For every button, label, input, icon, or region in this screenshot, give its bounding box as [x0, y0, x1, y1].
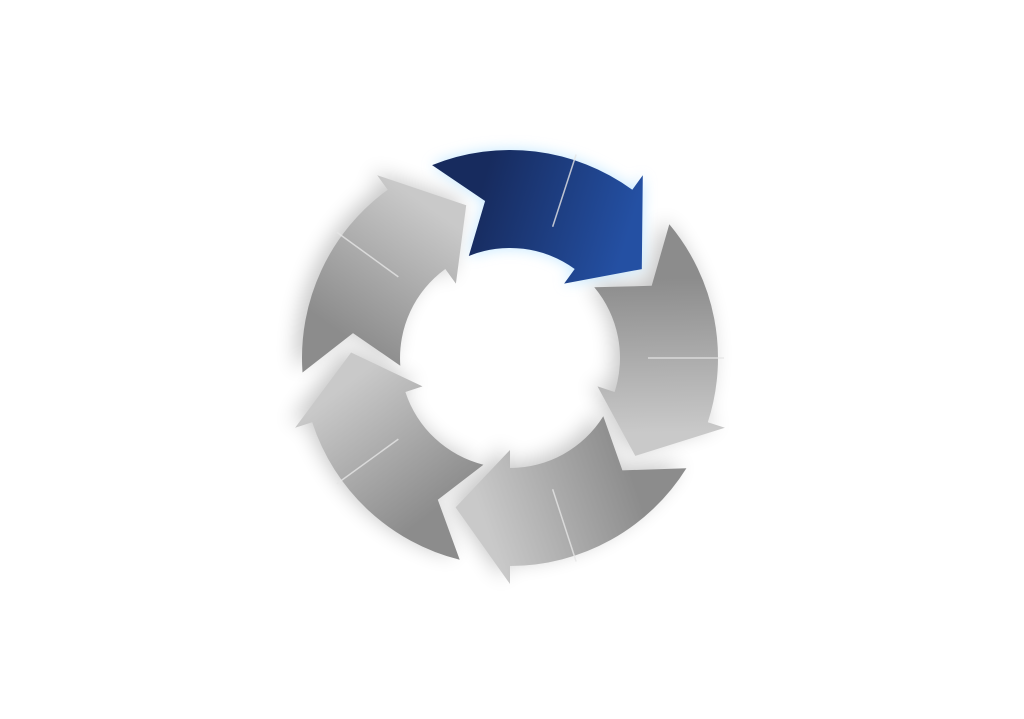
segment-3-divider — [336, 438, 399, 485]
segment-2-arrow — [455, 416, 687, 584]
segment-2-divider — [551, 489, 577, 562]
segment-1-arrow — [594, 224, 725, 456]
segment-5-arrow — [432, 149, 643, 284]
dividers-layer — [336, 154, 724, 562]
segment-3-arrow — [295, 352, 484, 560]
segment-5-divider — [551, 154, 577, 227]
segment-4-divider — [336, 231, 399, 278]
segment-4-arrow — [301, 175, 467, 373]
segments-layer — [295, 149, 725, 584]
